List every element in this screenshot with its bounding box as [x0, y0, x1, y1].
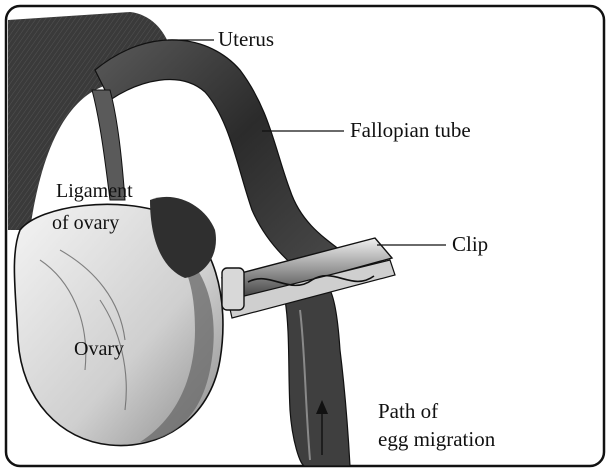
ligament-label-line-1: Ligament — [56, 180, 133, 202]
clip-label: Clip — [452, 232, 488, 256]
uterus-label: Uterus — [218, 27, 274, 51]
egg-path-label-line-2: egg migration — [378, 427, 496, 451]
fallopian-tube-label: Fallopian tube — [350, 118, 471, 142]
ligament-label-line-2: of ovary — [52, 212, 119, 234]
egg-path-label-line-1: Path of — [378, 399, 438, 423]
ovary-label: Ovary — [74, 338, 124, 360]
